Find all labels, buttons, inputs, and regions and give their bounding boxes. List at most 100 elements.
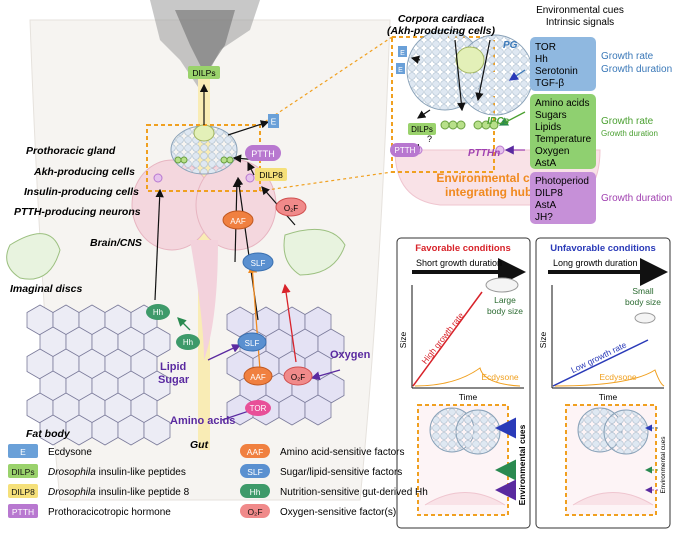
svg-text:TOR: TOR [250, 404, 267, 413]
svg-text:DILPs: DILPs [192, 68, 215, 78]
svg-text:Sugar/lipid-sensitive factors: Sugar/lipid-sensitive factors [280, 467, 402, 478]
svg-text:Amino acid-sensitive factors: Amino acid-sensitive factors [280, 447, 405, 458]
fat-body-cell [304, 394, 332, 426]
hub-caption-2: integrating hubs [445, 185, 539, 199]
svg-text:body size: body size [625, 297, 661, 307]
svg-text:Oxygen: Oxygen [535, 146, 569, 157]
svg-text:Prothoracicotropic hormone: Prothoracicotropic hormone [48, 507, 171, 518]
badge-aaf-fat: AAF [243, 366, 273, 386]
label-ptth-neurons: PTTH-producing neurons [14, 206, 141, 218]
badge-hh-gut: Hh [176, 334, 200, 350]
svg-text:Growth duration: Growth duration [601, 129, 658, 138]
svg-text:Large: Large [494, 295, 516, 305]
svg-text:Growth duration: Growth duration [601, 64, 672, 75]
svg-text:E: E [271, 117, 277, 127]
svg-text:Lipids: Lipids [535, 122, 561, 133]
label-ptthn: PTTHn [468, 148, 500, 159]
label-fat-body: Fat body [26, 428, 71, 440]
svg-text:SLF: SLF [247, 467, 263, 477]
badge-o2f-top: O₂F [275, 197, 307, 217]
svg-text:AAF: AAF [250, 373, 266, 382]
svg-text:DILPs: DILPs [411, 125, 433, 134]
legend-item: E Ecdysone [8, 444, 92, 458]
svg-text:Temperature: Temperature [535, 134, 592, 145]
label-ipcs: IPCs [487, 116, 510, 127]
svg-text:Growth rate: Growth rate [601, 116, 654, 127]
svg-text:O₂F: O₂F [247, 507, 262, 517]
svg-text:Short growth duration: Short growth duration [416, 258, 502, 268]
svg-text:Favorable conditions: Favorable conditions [415, 243, 511, 254]
hub-question: ? [427, 134, 432, 144]
label-sugar: Sugar [158, 374, 190, 386]
svg-text:Drosophila insulin-like peptid: Drosophila insulin-like peptides [48, 467, 186, 478]
svg-text:SLF: SLF [245, 339, 260, 348]
svg-text:Ecdysone: Ecdysone [481, 372, 519, 382]
signal-arrows [154, 83, 341, 421]
svg-text:Photoperiod: Photoperiod [535, 176, 589, 187]
hub-badge-e2: E [396, 63, 405, 74]
svg-text:Time: Time [599, 392, 618, 402]
svg-text:E: E [20, 447, 26, 457]
svg-text:Ecdysone: Ecdysone [48, 447, 92, 458]
badge-dilp8: DILP8 [255, 168, 287, 181]
svg-text:Growth duration: Growth duration [601, 193, 672, 204]
svg-text:TGF-β: TGF-β [535, 78, 564, 89]
brain-cns [131, 159, 277, 360]
hub-caption-1: Environmental cue- [436, 171, 547, 185]
svg-text:Environmental cues: Environmental cues [660, 436, 667, 494]
fat-body-cell [143, 414, 171, 446]
svg-text:Hh: Hh [153, 308, 163, 317]
svg-text:O₂F: O₂F [284, 204, 298, 213]
ptth-neurons [153, 173, 255, 183]
hub-title-1: Corpora cardiaca [398, 13, 485, 25]
label-oxygen: Oxygen [330, 349, 371, 361]
hub-badge-e1: E [398, 46, 407, 57]
svg-text:PTTH: PTTH [251, 149, 275, 159]
svg-text:SLF: SLF [251, 259, 266, 268]
svg-text:TOR: TOR [535, 42, 556, 53]
label-pg: PG [503, 40, 518, 51]
badge-slf-fat: SLF [237, 332, 267, 352]
hub-badge-ptth: PTTH [390, 143, 420, 157]
svg-text:Environmental cues: Environmental cues [517, 424, 527, 505]
svg-text:E: E [398, 67, 403, 74]
badge-slf-top: SLF [242, 252, 274, 272]
svg-text:Drosophila insulin-like peptid: Drosophila insulin-like peptide 8 [48, 487, 190, 498]
svg-text:AstA: AstA [535, 158, 556, 169]
badge-hh-left: Hh [146, 304, 170, 320]
svg-text:Long growth duration: Long growth duration [553, 258, 638, 268]
svg-text:E: E [400, 50, 405, 57]
hub-arrows [410, 39, 526, 155]
imaginal-disc-right [283, 228, 346, 276]
svg-text:DILP8: DILP8 [259, 170, 283, 180]
unfavorable-panel: Unfavorable conditions Long growth durat… [535, 237, 671, 529]
svg-text:Hh: Hh [183, 338, 193, 347]
imaginal-disc-left [6, 233, 61, 280]
badge-ptth: PTTH [245, 145, 281, 161]
ring-gland [170, 124, 238, 175]
hub-badge-dilps: DILPs [408, 123, 436, 135]
label-imaginal-discs: Imaginal discs [10, 283, 83, 295]
label-akh-cells: Akh-producing cells [33, 166, 135, 178]
label-gut: Gut [190, 439, 209, 451]
label-lipid: Lipid [160, 361, 186, 373]
hub-title-2: (Akh-producing cells) [387, 25, 495, 37]
svg-text:Hh: Hh [535, 54, 548, 65]
label-brain: Brain/CNS [90, 237, 142, 249]
svg-text:AAF: AAF [247, 447, 264, 457]
svg-text:Time: Time [459, 392, 478, 402]
badge-o2f-fat: O₂F [283, 366, 313, 386]
ipc-cells [174, 156, 234, 164]
legend-item: DILPs Drosophila insulin-like peptides [8, 464, 186, 478]
svg-text:Unfavorable conditions: Unfavorable conditions [550, 243, 656, 254]
legend-item: SLF Sugar/lipid-sensitive factors [240, 464, 402, 478]
cue-box-ipcs: Amino acids Sugars Lipids Temperature Ox… [530, 94, 658, 169]
svg-text:body size: body size [487, 306, 523, 316]
svg-text:Size: Size [538, 331, 548, 348]
svg-text:DILPs: DILPs [11, 467, 34, 477]
